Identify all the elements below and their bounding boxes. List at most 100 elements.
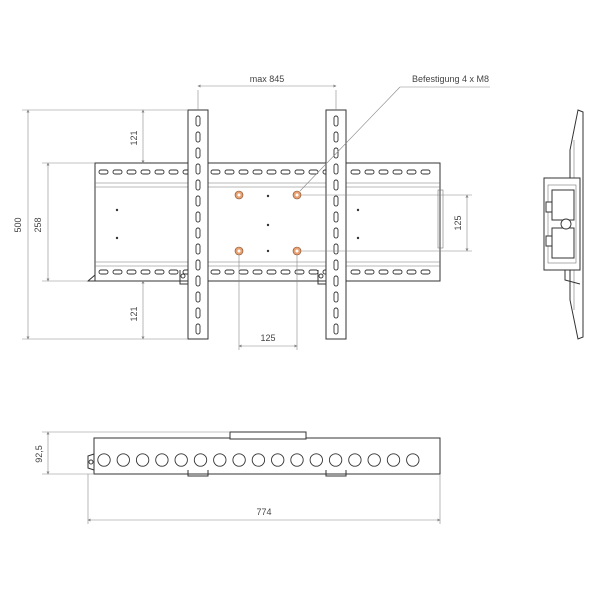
slot bbox=[392, 169, 403, 175]
slot bbox=[195, 307, 201, 319]
slot bbox=[364, 169, 375, 175]
plate-dot bbox=[115, 236, 119, 240]
depth-label: 92,5 bbox=[34, 445, 44, 463]
slot bbox=[224, 269, 235, 275]
slot bbox=[126, 269, 137, 275]
slot bbox=[195, 115, 201, 127]
bottom-view-hole bbox=[213, 453, 227, 467]
left-vertical-arm bbox=[187, 109, 209, 340]
slot bbox=[364, 269, 375, 275]
hole-spacing-horizontal-label: 125 bbox=[260, 333, 275, 343]
slot bbox=[224, 169, 235, 175]
side-view-knob bbox=[560, 218, 572, 230]
side-view-clamp-top bbox=[551, 189, 575, 221]
side-view-stud bbox=[545, 235, 553, 247]
slot bbox=[333, 211, 339, 223]
bottom-view-hole bbox=[174, 453, 188, 467]
plate-dot bbox=[266, 194, 270, 198]
right-arm-slots bbox=[333, 115, 339, 335]
right-arm-hook bbox=[317, 270, 326, 285]
slot bbox=[195, 291, 201, 303]
slot bbox=[333, 275, 339, 287]
bottom-view-hole bbox=[309, 453, 323, 467]
slot bbox=[252, 169, 263, 175]
front-view bbox=[86, 109, 444, 340]
slot bbox=[333, 323, 339, 335]
slot bbox=[333, 131, 339, 143]
slot bbox=[238, 269, 249, 275]
side-view-bracket-inner bbox=[547, 184, 577, 264]
bottom-view-hole bbox=[271, 453, 285, 467]
dimension-hole-spacing-horizontal: 125 bbox=[238, 255, 298, 350]
mounting-hole bbox=[234, 190, 244, 200]
bottom-view-left-tab bbox=[87, 453, 95, 471]
side-view bbox=[543, 109, 584, 340]
plate-right-bracket bbox=[437, 189, 444, 249]
slot bbox=[210, 169, 221, 175]
slot bbox=[392, 269, 403, 275]
dimension-bottom-gap: 121 bbox=[129, 280, 145, 340]
bottom-view-left-clip bbox=[187, 470, 209, 477]
slot bbox=[195, 131, 201, 143]
dimension-total-height: 500 bbox=[13, 109, 188, 340]
wall-plate bbox=[94, 162, 441, 282]
arm-hook-hole bbox=[318, 273, 324, 279]
slot bbox=[333, 115, 339, 127]
mounting-hole bbox=[292, 190, 302, 200]
bottom-view-hole bbox=[348, 453, 362, 467]
total-width-label: 774 bbox=[256, 507, 271, 517]
plate-dot bbox=[266, 223, 270, 227]
slot bbox=[333, 291, 339, 303]
plate-dot bbox=[356, 208, 360, 212]
mounting-hole bbox=[292, 246, 302, 256]
slot bbox=[168, 269, 179, 275]
slot bbox=[266, 269, 277, 275]
dimension-hole-spacing-vertical: 125 bbox=[301, 194, 472, 252]
bottom-view-hole bbox=[386, 453, 401, 467]
bottom-view-top-block bbox=[229, 431, 307, 440]
side-view-clamp-bottom bbox=[551, 227, 575, 259]
slot bbox=[98, 269, 109, 275]
slot bbox=[280, 269, 291, 275]
max-width-label: max 845 bbox=[250, 74, 285, 84]
dimension-total-width: 774 bbox=[87, 474, 441, 524]
bottom-view-hole bbox=[367, 453, 381, 467]
slot bbox=[195, 211, 201, 223]
side-view-panel bbox=[569, 109, 584, 340]
dimension-plate-height: 258 bbox=[33, 162, 95, 282]
slot bbox=[126, 169, 137, 175]
slot bbox=[252, 269, 263, 275]
slot bbox=[420, 269, 431, 275]
dimension-top-gap: 121 bbox=[129, 109, 145, 164]
plate-height-label: 258 bbox=[33, 217, 43, 232]
slot bbox=[154, 169, 165, 175]
plate-dot bbox=[115, 208, 119, 212]
bottom-view-hole bbox=[97, 453, 111, 467]
slot bbox=[210, 269, 221, 275]
slot bbox=[308, 269, 319, 275]
bottom-gap-label: 121 bbox=[129, 306, 139, 321]
bottom-view-tab-hole bbox=[88, 459, 94, 465]
slot bbox=[195, 179, 201, 191]
slot bbox=[140, 169, 151, 175]
slot bbox=[195, 195, 201, 207]
slot bbox=[333, 179, 339, 191]
mounting-hole bbox=[234, 246, 244, 256]
bottom-view bbox=[87, 431, 441, 477]
slot bbox=[333, 307, 339, 319]
bottom-view-hole bbox=[251, 453, 266, 467]
slot bbox=[350, 169, 361, 175]
slot bbox=[406, 169, 417, 175]
slot bbox=[195, 163, 201, 175]
bottom-view-hole bbox=[232, 453, 246, 467]
total-height-label: 500 bbox=[13, 217, 23, 232]
slot bbox=[238, 169, 249, 175]
right-vertical-arm bbox=[325, 109, 347, 340]
slot bbox=[154, 269, 165, 275]
side-view-foot bbox=[564, 270, 581, 285]
bottom-view-hole bbox=[406, 453, 420, 467]
slot bbox=[280, 169, 291, 175]
mounting-label: Befestigung 4 x M8 bbox=[412, 74, 489, 84]
bottom-view-body bbox=[93, 437, 441, 475]
